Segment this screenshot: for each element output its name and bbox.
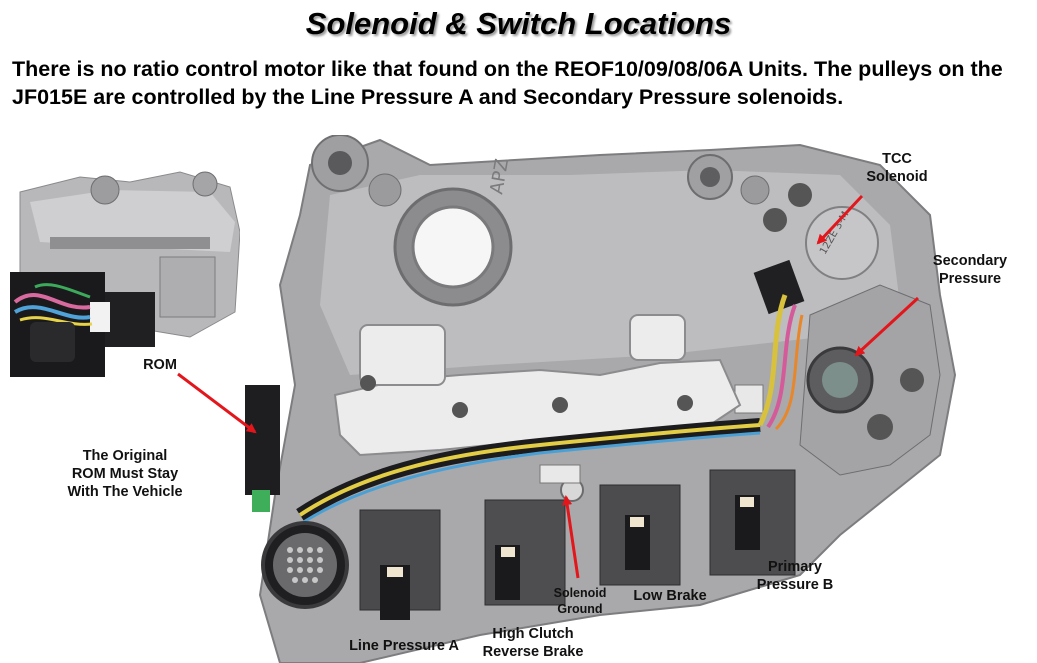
low-brake-label: Low Brake bbox=[633, 588, 707, 604]
secondary-pressure-label: Secondary Pressure bbox=[932, 253, 1008, 287]
original-rom-note: The Original ROM Must Stay With The Vehi… bbox=[67, 448, 183, 500]
primary-pressure-b-label: Primary Pressure B bbox=[756, 559, 834, 593]
rom-label: ROM bbox=[143, 357, 177, 373]
page-title: Solenoid & Switch Locations bbox=[305, 6, 732, 41]
solenoid-ground-label: Solenoid Ground bbox=[553, 586, 607, 616]
main-photo-valve-body: APZ 12ZE 3-M bbox=[245, 135, 957, 663]
line-pressure-a-label: Line Pressure A bbox=[349, 638, 459, 654]
inset-photo-valve-body bbox=[10, 162, 240, 377]
high-clutch-reverse-brake-label: High Clutch Reverse Brake bbox=[482, 626, 584, 660]
tcc-solenoid-label: TCC Solenoid bbox=[866, 151, 928, 185]
intro-paragraph: There is no ratio control motor like tha… bbox=[12, 57, 1003, 109]
